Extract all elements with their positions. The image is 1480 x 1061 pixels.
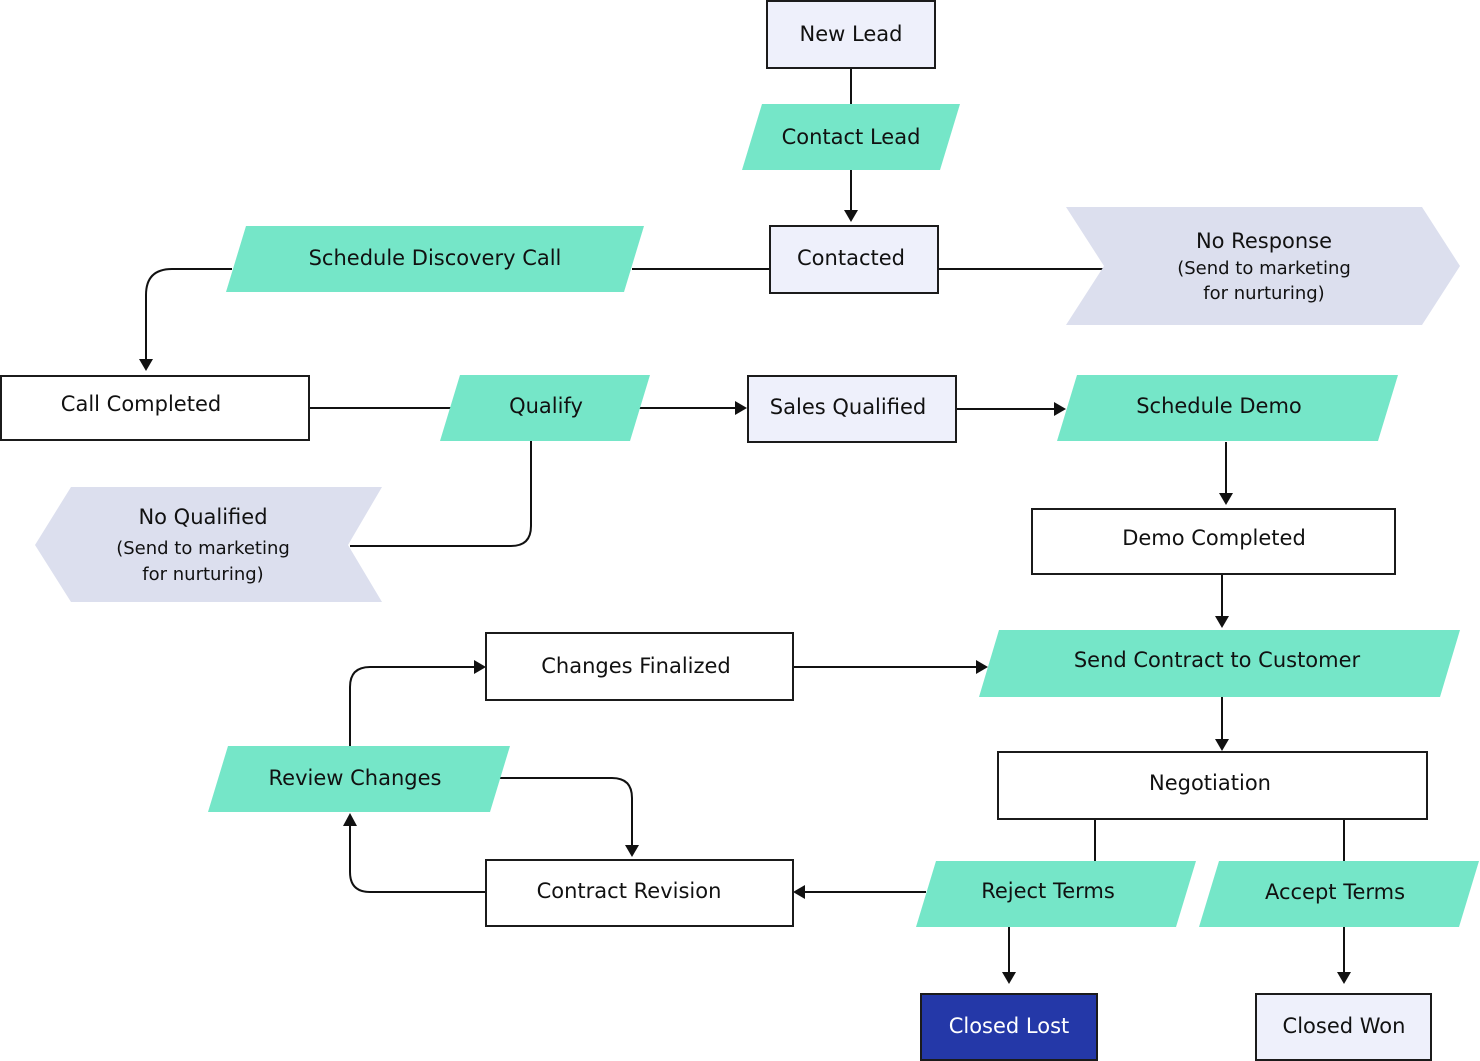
node-label: Accept Terms xyxy=(1265,880,1405,904)
node-label: Sales Qualified xyxy=(770,395,926,419)
node-shape xyxy=(742,104,960,170)
node-shape xyxy=(997,751,1428,820)
node-reject-terms: Reject Terms xyxy=(916,861,1196,927)
node-sales-qualified: Sales Qualified xyxy=(747,375,957,443)
node-label: Send Contract to Customer xyxy=(1074,648,1361,672)
arrowhead xyxy=(793,885,805,899)
arrowhead xyxy=(844,210,858,222)
node-shape xyxy=(1066,207,1460,325)
arrowhead xyxy=(1219,493,1233,505)
node-call-completed: Call Completed xyxy=(0,375,310,441)
arrowhead xyxy=(1002,972,1016,984)
node-send-contract: Send Contract to Customer xyxy=(979,630,1460,697)
node-shape xyxy=(440,375,650,441)
node-note: (Send to marketing xyxy=(116,538,290,559)
arrowhead xyxy=(625,845,639,857)
node-schedule-discovery-call: Schedule Discovery Call xyxy=(226,226,644,292)
node-label: Call Completed xyxy=(61,392,221,416)
node-label: Schedule Discovery Call xyxy=(309,246,562,270)
node-contacted: Contacted xyxy=(769,225,939,294)
arrowhead xyxy=(735,401,747,415)
node-new-lead: New Lead xyxy=(766,0,936,69)
node-title: No Response xyxy=(1196,229,1332,253)
node-contract-revision: Contract Revision xyxy=(485,859,794,927)
connector-discovery-call-to-call-completed xyxy=(145,268,232,360)
node-title: No Qualified xyxy=(138,505,267,529)
node-contact-lead: Contact Lead xyxy=(742,104,960,170)
node-label: Review Changes xyxy=(269,766,442,790)
arrowhead xyxy=(474,660,486,674)
arrowhead xyxy=(1215,739,1229,751)
node-shape xyxy=(766,0,936,69)
node-label: Contract Revision xyxy=(537,879,722,903)
node-label: Contact Lead xyxy=(782,125,921,149)
node-shape xyxy=(769,225,939,294)
node-label: Schedule Demo xyxy=(1136,394,1302,418)
node-no-qualified: No Qualified (Send to marketing for nurt… xyxy=(35,487,382,602)
node-label: Demo Completed xyxy=(1122,526,1306,550)
node-label: Contacted xyxy=(797,246,905,270)
node-shape xyxy=(226,226,644,292)
node-shape xyxy=(920,993,1098,1061)
node-note: (Send to marketing xyxy=(1177,258,1351,279)
node-closed-won: Closed Won xyxy=(1255,993,1432,1061)
node-label: Qualify xyxy=(509,394,583,418)
arrowhead xyxy=(1337,972,1351,984)
node-qualify: Qualify xyxy=(440,375,650,441)
node-review-changes: Review Changes xyxy=(208,746,510,812)
node-shape xyxy=(485,632,794,701)
node-note: for nurturing) xyxy=(142,564,263,585)
node-negotiation: Negotiation xyxy=(997,751,1428,820)
node-shape xyxy=(35,487,382,602)
node-shape xyxy=(747,375,957,443)
node-label: Reject Terms xyxy=(981,879,1115,903)
connector-qualify-to-no-qualified xyxy=(350,441,532,547)
node-label: Closed Won xyxy=(1283,1014,1406,1038)
node-shape xyxy=(0,375,310,441)
node-shape xyxy=(1199,861,1479,927)
node-label: Closed Lost xyxy=(949,1014,1070,1038)
node-note: for nurturing) xyxy=(1203,283,1324,304)
connector-review-changes-to-contract-revision xyxy=(500,777,633,846)
connector-review-changes-to-changes-finalized xyxy=(349,666,474,746)
node-shape xyxy=(979,630,1460,697)
node-shape xyxy=(916,861,1196,927)
node-schedule-demo: Schedule Demo xyxy=(1057,375,1398,441)
node-changes-finalized: Changes Finalized xyxy=(485,632,794,701)
connectors xyxy=(139,68,1351,984)
node-shape xyxy=(1057,375,1398,441)
node-no-response: No Response (Send to marketing for nurtu… xyxy=(1066,207,1460,325)
arrowhead xyxy=(1215,616,1229,628)
node-shape xyxy=(485,859,794,927)
node-demo-completed: Demo Completed xyxy=(1031,508,1396,575)
node-closed-lost: Closed Lost xyxy=(920,993,1098,1061)
node-label: Negotiation xyxy=(1149,771,1271,795)
node-label: Changes Finalized xyxy=(541,654,731,678)
arrowhead xyxy=(139,359,153,371)
connector-contract-revision-to-review-changes xyxy=(349,825,486,893)
node-shape xyxy=(208,746,510,812)
arrowhead xyxy=(343,813,357,826)
node-accept-terms: Accept Terms xyxy=(1199,861,1479,927)
node-shape xyxy=(1255,993,1432,1061)
node-label: New Lead xyxy=(800,22,903,46)
arrowhead xyxy=(976,660,988,674)
arrowhead xyxy=(1054,402,1066,416)
node-shape xyxy=(1031,508,1396,575)
